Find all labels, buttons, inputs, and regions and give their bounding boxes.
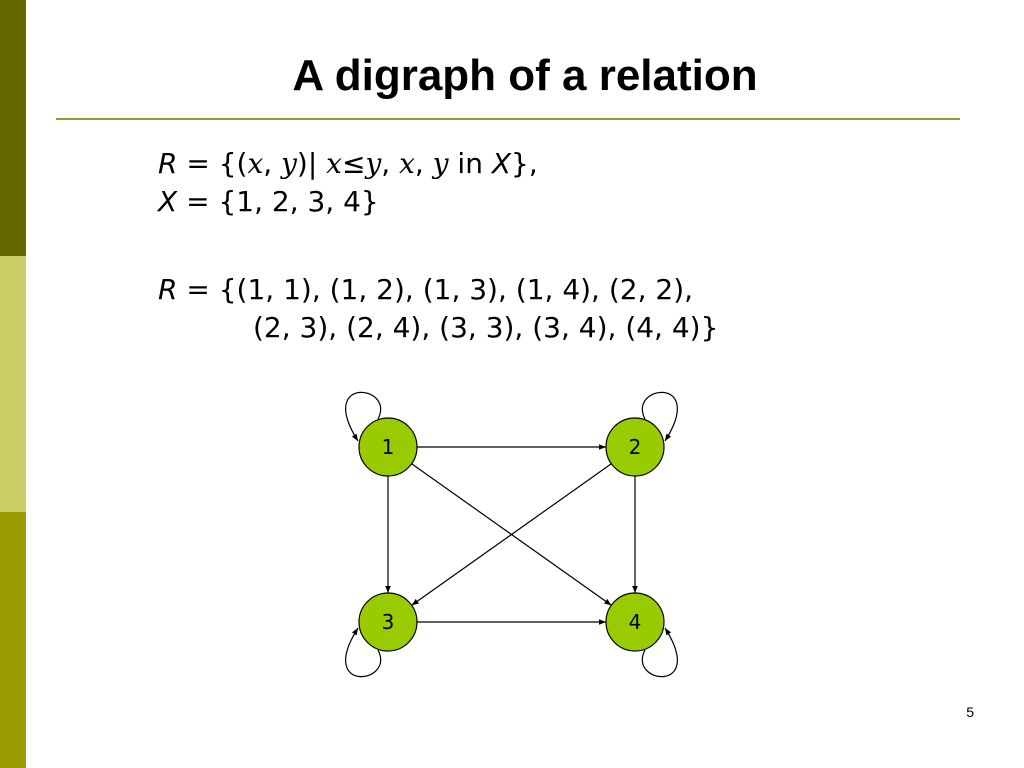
node-circle: [605, 592, 665, 652]
node-4: 4: [605, 592, 665, 652]
sidebar-segment-top: [0, 0, 26, 256]
node-label: 1: [382, 435, 395, 459]
text-fragment: },: [511, 147, 538, 180]
relation-symbol: R: [158, 147, 178, 180]
relation-definition: R = {(x, y)| x≤y, x, y in X}, X = {1, 2,…: [158, 145, 718, 347]
math-var: x: [326, 147, 342, 180]
math-var: y: [281, 147, 297, 180]
title-rule: [56, 118, 960, 120]
definition-line-2: X = {1, 2, 3, 4}: [158, 183, 718, 221]
relation-symbol: R: [158, 273, 178, 306]
math-var: y: [365, 147, 382, 180]
relation-pairs: = {(1, 1), (1, 2), (1, 3), (1, 4), (2, 2…: [177, 273, 694, 306]
sidebar-segment-bottom: [0, 512, 26, 768]
edge-2-2: [641, 391, 678, 442]
node-1: 1: [358, 417, 418, 477]
page-number: 5: [966, 704, 974, 720]
node-2: 2: [605, 417, 665, 477]
node-label: 3: [382, 610, 395, 634]
node-label: 2: [629, 435, 642, 459]
definition-line-4: (2, 3), (2, 4), (3, 3), (3, 4), (4, 4)}: [253, 311, 719, 344]
node-circle: [358, 417, 418, 477]
leq-symbol: ≤: [341, 147, 366, 180]
definition-line-3: R = {(1, 1), (1, 2), (1, 3), (1, 4), (2,…: [158, 271, 718, 309]
edge-4-4: [641, 627, 678, 678]
sidebar-accent: [0, 0, 26, 768]
edge-3-3: [345, 627, 382, 678]
text-fragment: ,: [381, 147, 400, 180]
text-fragment: in: [448, 147, 492, 180]
text-fragment: = {(: [177, 147, 248, 180]
slide-title: A digraph of a relation: [292, 51, 758, 100]
text-fragment: )|: [296, 147, 327, 180]
math-var: y: [432, 147, 449, 180]
node-circle: [605, 417, 665, 477]
node-3: 3: [358, 592, 418, 652]
node-label: 4: [629, 610, 642, 634]
definition-line-1: R = {(x, y)| x≤y, x, y in X},: [158, 145, 718, 183]
math-var: x: [399, 147, 415, 180]
math-var: x: [247, 147, 264, 180]
sidebar-segment-middle: [0, 256, 26, 512]
edge-1-1: [345, 391, 382, 442]
node-circle: [358, 592, 418, 652]
set-elements: = {1, 2, 3, 4}: [177, 185, 379, 218]
set-symbol: X: [491, 147, 512, 180]
edge-2-3: [411, 463, 612, 606]
text-fragment: ,: [414, 147, 433, 180]
text-fragment: ,: [263, 147, 282, 180]
set-symbol: X: [158, 185, 178, 218]
